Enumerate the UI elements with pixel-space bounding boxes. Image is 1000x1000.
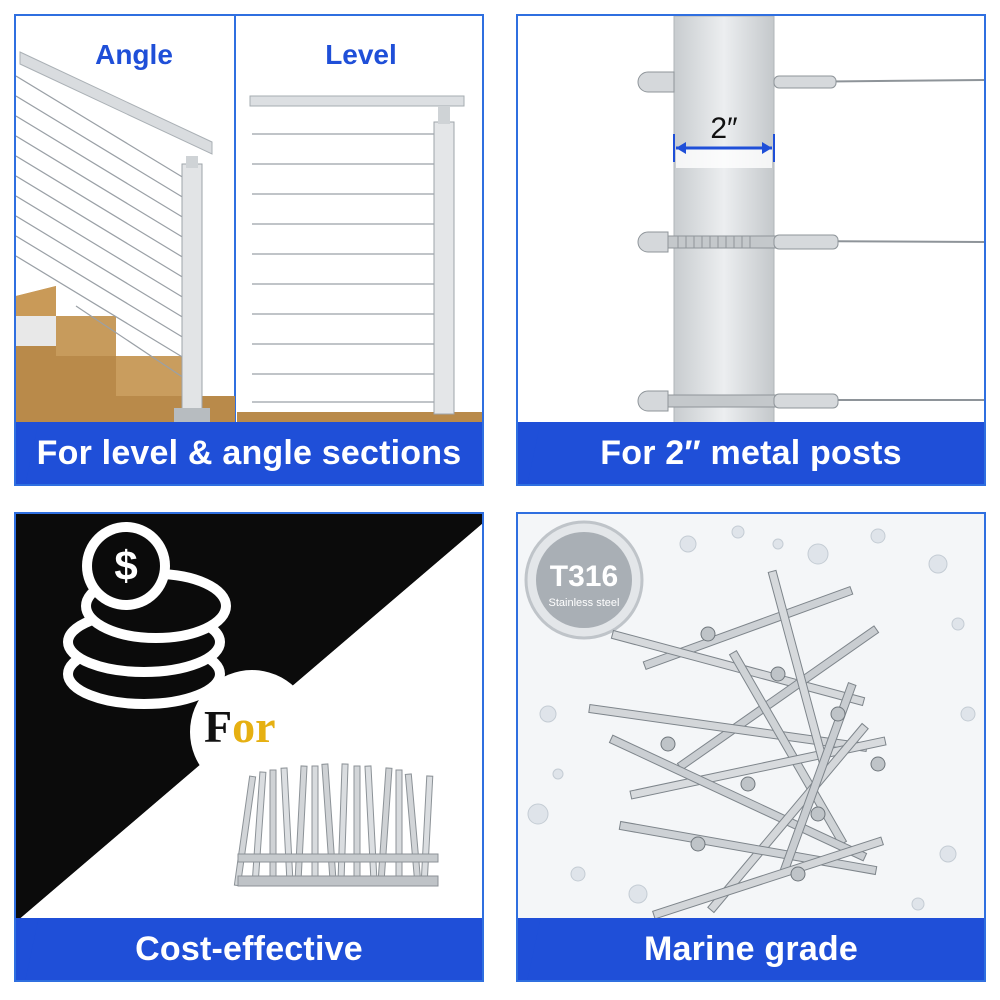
t316-badge: T316 Stainless steel — [524, 520, 644, 640]
turnbuckle-pile — [233, 763, 439, 887]
cost-illustration: $ For — [16, 514, 482, 922]
for-text-f: F — [204, 701, 232, 752]
turnbuckle-pile — [588, 569, 887, 920]
label-level: Level — [325, 39, 397, 70]
panel-cost-effective: $ For Cost-effective — [14, 512, 484, 982]
banner-level-angle: For level & angle sections — [16, 422, 482, 484]
badge-subtitle: Stainless steel — [549, 597, 620, 609]
dollar-coins-icon: $ — [63, 522, 231, 709]
panel-metal-posts: 2″ For 2″ metal posts — [516, 14, 986, 486]
post-illustration: 2″ — [637, 16, 984, 426]
banner-marine-grade: Marine grade — [518, 918, 984, 980]
dimension-label: 2″ — [710, 112, 738, 145]
railing-illustration: Angle Level — [16, 16, 482, 426]
panel-marine-grade: T316 Stainless steel Marine grade — [516, 512, 986, 982]
banner-text: For 2″ metal posts — [600, 433, 902, 472]
svg-text:For: For — [204, 701, 276, 752]
for-text-or: or — [232, 701, 275, 752]
badge-title: T316 — [550, 560, 618, 593]
banner-text: Cost-effective — [135, 929, 363, 968]
banner-text: For level & angle sections — [36, 433, 462, 472]
panel-level-angle: Angle Level For level & angle sections — [14, 14, 484, 486]
label-angle: Angle — [95, 39, 173, 70]
dimension-arrow-icon — [673, 134, 775, 162]
dollar-symbol: $ — [114, 542, 137, 589]
banner-metal-posts: For 2″ metal posts — [518, 422, 984, 484]
marine-illustration: T316 Stainless steel — [518, 514, 984, 922]
banner-cost-effective: Cost-effective — [16, 918, 482, 980]
banner-text: Marine grade — [643, 929, 859, 968]
